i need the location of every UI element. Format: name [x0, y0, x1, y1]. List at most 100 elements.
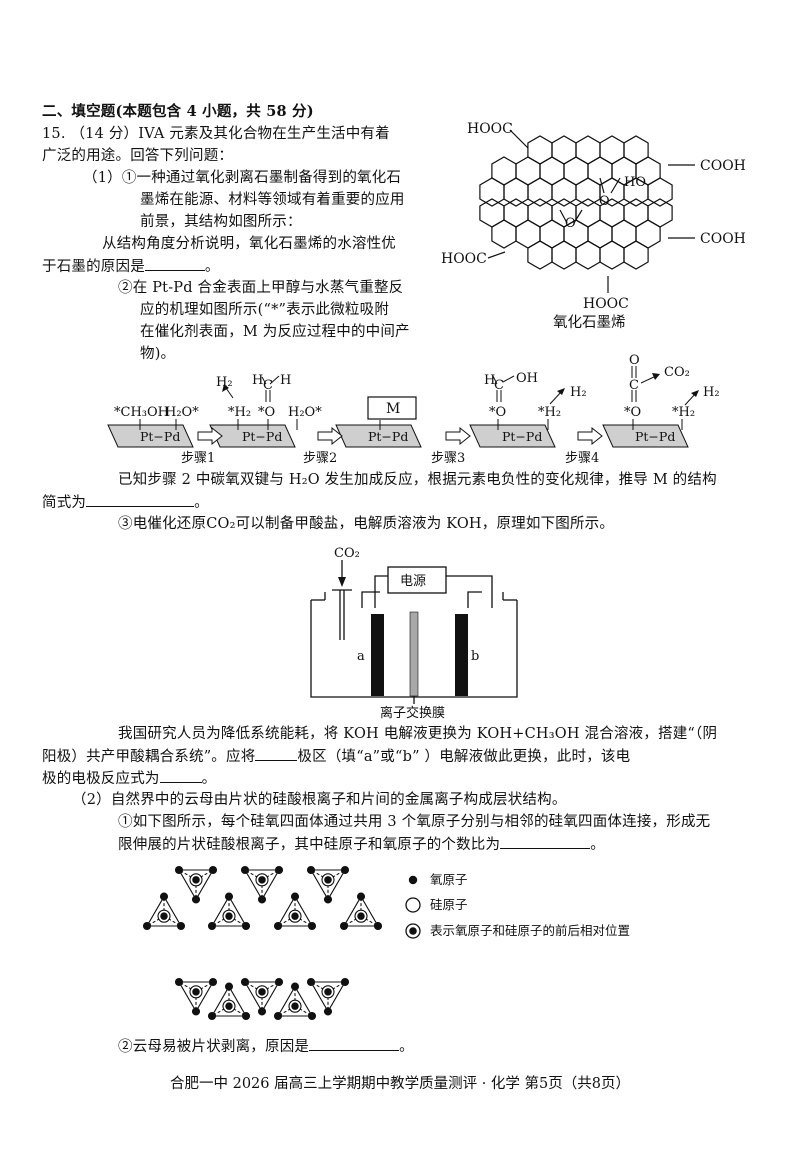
page-footer: 合肥一中 2026 届高三上学期期中教学质量测评 · 化学 第5页（共8页） — [169, 1076, 630, 1092]
oxygen-atom — [224, 892, 234, 901]
oxygen-atom — [274, 977, 284, 987]
silicon-oxygen-tetrahedron — [277, 985, 313, 1017]
graphene-ring — [587, 156, 613, 186]
q15-2-after-a: 已知步骤 2 中碳氧双键与 H₂O 发生加成反应，根据元素电负性的变化规律，推导… — [118, 472, 717, 488]
oxygen-atom-above-silicon — [225, 912, 233, 920]
graphene-ring — [635, 219, 661, 249]
oxygen-atom-above-silicon — [324, 988, 332, 996]
silicate-legend: 氧原子 硅原子 表示氧原子和硅原子的前后相对位置 — [405, 872, 630, 939]
oxygen-atom-above-silicon — [192, 988, 200, 996]
oxygen-atom — [290, 982, 300, 991]
co2-arrow-icon — [338, 577, 346, 587]
q15-3-after-a: 我国研究人员为降低系统能耗，将 KOH 电解液更换为 KOH+CH₃OH 混合溶… — [118, 726, 718, 742]
electrode-b-label: b — [471, 649, 479, 664]
answer-blank-4[interactable] — [159, 768, 202, 783]
oxygen-atom — [323, 895, 333, 904]
oxygen-atom — [241, 921, 251, 931]
graphene-ring — [503, 198, 529, 228]
oxygen-atom-above-silicon — [324, 876, 332, 884]
graphene-ring — [599, 240, 625, 270]
graphene-ring — [479, 177, 505, 207]
oxygen-atom — [307, 1011, 317, 1021]
answer-blank-3[interactable] — [255, 746, 298, 761]
s2-h2o: H₂O* — [288, 405, 322, 420]
oxygen-atom-above-silicon — [160, 912, 168, 920]
electrode-a-label: a — [357, 649, 365, 664]
q15-part2-1-b-end: 。 — [590, 837, 605, 853]
answer-blank-6[interactable] — [309, 1036, 400, 1051]
oxygen-atom — [373, 921, 383, 931]
oxygen-atom — [306, 865, 316, 875]
oxygen-atom — [340, 865, 350, 875]
q15-2-after-b: 简式为。 — [42, 492, 209, 513]
group-hooc-bottom: HOOC — [583, 296, 629, 312]
group-cooh-right2: COOH — [700, 231, 746, 247]
oxygen-atom-above-silicon — [192, 876, 200, 884]
oxygen-atom-above-silicon — [225, 1002, 233, 1010]
s5-ostar: *O — [624, 405, 641, 420]
q15-2-line4: 物)。 — [140, 346, 176, 362]
group-hooc-top: HOOC — [467, 121, 513, 137]
silicon-oxygen-tetrahedron — [178, 981, 214, 1013]
q15-2-after-b-text: 简式为 — [42, 495, 87, 511]
s1-ch3oh: *CH₃OH — [114, 405, 169, 420]
step-label-2: 步骤2 — [303, 451, 337, 466]
s5-h2: H₂ — [703, 385, 720, 400]
oxygen-atom — [174, 977, 184, 987]
oxygen-atom — [207, 1011, 217, 1021]
graphene-ring — [539, 156, 565, 186]
graphene-ring — [575, 240, 601, 270]
graphene-ring — [515, 156, 541, 186]
legend-silicon: 硅原子 — [430, 897, 468, 912]
silicon-oxygen-tetrahedron — [244, 869, 280, 901]
q15-3-after-b-rest: 极区（填“a”或“b” ）电解液做此更换，此时，该电 — [297, 749, 631, 765]
oxygen-atom — [176, 921, 186, 931]
graphene-caption: 氧化石墨烯 — [553, 314, 626, 331]
answer-blank-1[interactable] — [144, 256, 205, 271]
surface-label-1: Pt−Pd — [140, 429, 180, 444]
graphene-ring — [491, 156, 517, 186]
electrolytic-cell-diagram: 电源 CO₂ a b 离子交换膜 — [310, 546, 518, 721]
oxygen-atom — [191, 1007, 201, 1016]
graphene-ring — [527, 198, 553, 228]
oxygen-atom — [274, 865, 284, 875]
oxygen-atom — [323, 1007, 333, 1016]
power-source-label: 电源 — [400, 574, 426, 589]
q15-part2-2-text: ②云母易被片状剥离，原因是 — [118, 1039, 310, 1055]
group-hooc-left: HOOC — [441, 251, 487, 267]
oxygen-atom-above-silicon — [291, 912, 299, 920]
graphene-ring — [479, 198, 505, 228]
group-epoxy-o1: O — [599, 194, 610, 209]
step-label-4: 步骤4 — [565, 451, 599, 466]
q15-1-line1: （1）①一种通过氧化剥离石墨制备得到的氧化石 — [83, 170, 402, 186]
answer-blank-5[interactable] — [500, 834, 591, 849]
oxygen-atom — [340, 977, 350, 987]
s4-c: C — [494, 378, 504, 393]
q15-1-line3: 前景，其结构如图所示： — [140, 214, 302, 230]
s2-ostar: *O — [258, 405, 275, 420]
power-source-box — [387, 566, 447, 594]
s5-o: O — [629, 353, 640, 368]
q15-3-after-b: 阳极）共产甲酸耦合系统”。应将极区（填“a”或“b” ）电解液做此更换，此时，该… — [42, 746, 630, 767]
oxygen-atom-above-silicon — [291, 1002, 299, 1010]
s4-oh: OH — [516, 371, 538, 386]
membrane-label: 离子交换膜 — [380, 705, 445, 721]
q15-intro-a: 15. （14 分）IVA 元素及其化合物在生产生活中有着 — [42, 126, 390, 142]
oxygen-atom — [174, 865, 184, 875]
s2-hstar: *H₂ — [228, 405, 251, 420]
graphene-ring — [599, 135, 625, 165]
q15-1-line5-end: 。 — [204, 259, 220, 275]
q15-2-line3: 在催化剂表面，M 为反应过程中的中间产 — [140, 324, 410, 340]
q15-2-line1: ②在 Pt-Pd 合金表面上甲醇与水蒸气重整反 — [118, 280, 404, 296]
oxygen-atom — [339, 921, 349, 931]
graphene-ring — [527, 177, 553, 207]
q15-2-line2: 应的机理如图所示(“*”表示此微粒吸附 — [140, 302, 390, 318]
q15-part2-2: ②云母易被片状剥离，原因是。 — [118, 1036, 414, 1057]
oxygen-atom — [207, 921, 217, 931]
oxygen-atom-above-silicon — [357, 912, 365, 920]
silicon-oxygen-tetrahedron — [244, 981, 280, 1013]
step-label-3: 步骤3 — [431, 451, 465, 466]
section-heading: 二、填空题(本题包含 4 小题，共 58 分) — [42, 103, 314, 120]
oxygen-atom — [241, 1011, 251, 1021]
answer-blank-2[interactable] — [86, 492, 195, 507]
